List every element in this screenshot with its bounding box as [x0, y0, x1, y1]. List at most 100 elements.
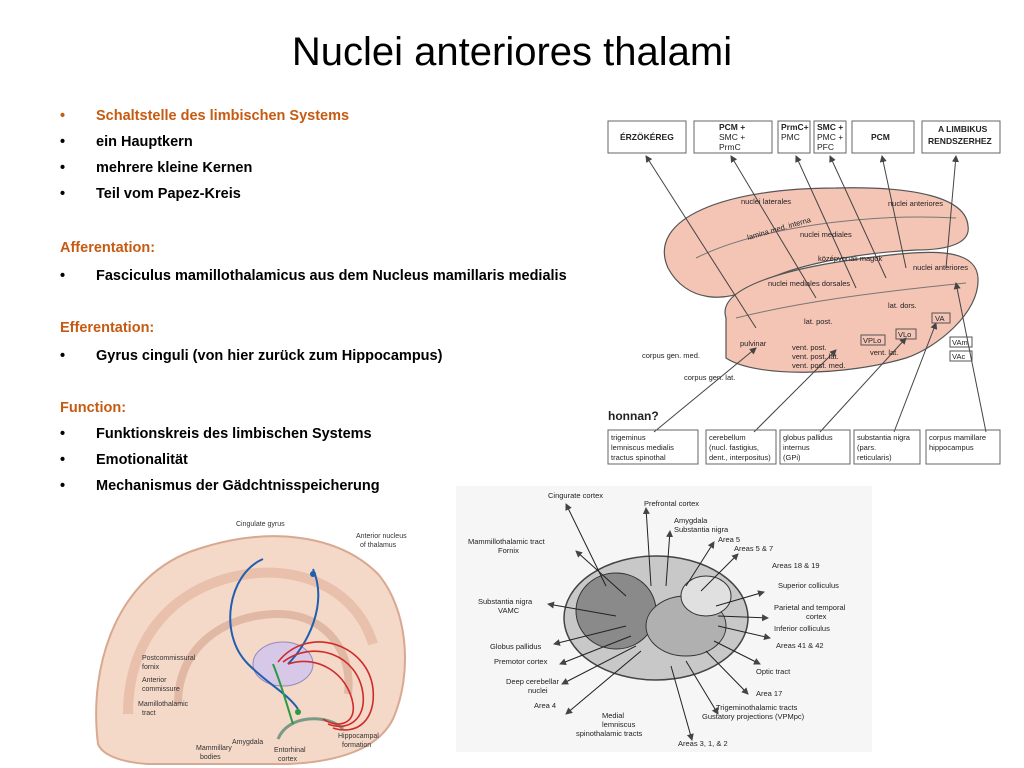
- connection-arrows: [547, 503, 771, 741]
- structure-label: Anterior nucleus: [356, 533, 407, 540]
- nucleus-label: corpus gen. med.: [642, 351, 700, 360]
- nucleus-label: nuclei laterales: [741, 197, 791, 206]
- connection-label: Medial: [602, 711, 624, 720]
- box-label: globus pallidus: [783, 433, 833, 442]
- box-label: substantia nigra: [857, 433, 911, 442]
- nucleus-label: nuclei mediales: [800, 230, 852, 239]
- box-label: cerebellum: [709, 433, 746, 442]
- connection-label: Mammillothalamic tract: [468, 537, 546, 546]
- connection-label: Areas 41 & 42: [776, 641, 824, 650]
- structure-label: Amygdala: [232, 739, 263, 746]
- structure-label: commissure: [142, 686, 180, 693]
- box-label: (pars.: [857, 443, 876, 452]
- structure-label: Anterior: [142, 677, 167, 684]
- structure-label: Postcommissural: [142, 655, 196, 662]
- bullet-dot: •: [60, 268, 66, 284]
- structure-label: fornix: [142, 664, 160, 671]
- connection-label: Substantia nigra: [674, 525, 729, 534]
- box-label: PCM: [871, 132, 890, 142]
- structure-label: Mammillary: [196, 745, 232, 752]
- nucleus-label: vent. post. med.: [792, 361, 845, 370]
- connection-label: Parietal and temporal: [774, 603, 846, 612]
- box-label: PrmC+: [781, 122, 809, 132]
- box-label: SMC +: [817, 122, 843, 132]
- thalamus-lower-shape: [724, 251, 979, 373]
- connection-label: cortex: [806, 612, 827, 621]
- connection-label: Premotor cortex: [494, 657, 548, 666]
- connection-label: Gustatory projections (VPMpc): [702, 712, 805, 721]
- nucleus-label: középvonali magok: [818, 254, 882, 263]
- connection-label: spinothalamic tracts: [576, 729, 643, 738]
- label-box: [895, 328, 917, 340]
- nucleus-label: nuclei anteriores: [913, 263, 968, 272]
- nucleus-label: VAc: [952, 352, 965, 361]
- structure-label: formation: [342, 742, 371, 749]
- structure-label: Mamillothalamic: [138, 701, 189, 708]
- nucleus-label: lat. post.: [804, 317, 832, 326]
- green-pathway: [272, 663, 294, 725]
- nucleus-label: VA: [935, 314, 944, 323]
- lamina-line: [695, 216, 957, 259]
- lamina-line: [735, 282, 967, 319]
- projection-arrows: [645, 155, 987, 433]
- function-heading: Function:: [60, 400, 127, 416]
- box-label: (nucl. fastigius,: [709, 443, 759, 452]
- cingulate-band: [123, 567, 378, 715]
- pathway-node: [310, 571, 316, 577]
- box-label: dent., interpositus): [709, 453, 771, 462]
- connection-label: Optic tract: [756, 667, 791, 676]
- box-label: tractus spinothal: [611, 453, 666, 462]
- pathway-node: [295, 709, 301, 715]
- box-label: trigeminus: [611, 433, 646, 442]
- nucleus-label: lat. dors.: [888, 301, 917, 310]
- connection-label: Deep cerebellar: [506, 677, 559, 686]
- connection-label: lemniscus: [602, 720, 636, 729]
- thalamus-nuclei-figure: ÉRZÖKÉREG PCM + SMC + PrmC PrmC+ PMC SMC…: [607, 120, 1001, 465]
- structure-label: of thalamus: [360, 542, 397, 549]
- limbic-circuit-figure: Cingulate gyrus Anterior nucleus of thal…: [95, 521, 407, 765]
- nucleus-label: vent. post. lat.: [792, 352, 839, 361]
- connection-label: Areas 18 & 19: [772, 561, 820, 570]
- label-box: [931, 312, 951, 324]
- box-label: (GPi): [783, 453, 801, 462]
- connection-label: nuclei: [528, 686, 548, 695]
- nucleus-label: VAm: [952, 338, 968, 347]
- nucleus-label: vent. lat.: [870, 348, 898, 357]
- bullet-dot: •: [60, 478, 66, 494]
- box-label: hippocampus: [929, 443, 974, 452]
- connection-label: Trigeminothalamic tracts: [716, 703, 798, 712]
- connection-label: Superior colliculus: [778, 581, 839, 590]
- box-label: lemniscus medialis: [611, 443, 674, 452]
- nucleus-label: vent. post.: [792, 343, 827, 352]
- connection-label: Area 17: [756, 689, 782, 698]
- nucleus-label: corpus gen. lat.: [684, 373, 735, 382]
- connection-label: VAMC: [498, 606, 520, 615]
- connection-label: Substantia nigra: [478, 597, 533, 606]
- box-label: RENDSZERHEZ: [928, 136, 992, 146]
- bullet-dot: •: [60, 186, 66, 202]
- corpus-callosum: [174, 609, 353, 705]
- box-label: corpus mamillare: [929, 433, 986, 442]
- box-label: SMC +: [719, 132, 745, 142]
- box-label: PFC: [817, 142, 834, 152]
- bullet-dot: •: [60, 108, 66, 124]
- thalamus-shape: [252, 641, 314, 687]
- structure-label: Entorhinal: [274, 747, 306, 754]
- box-label: reticularis): [857, 453, 892, 462]
- blue-pathway: [287, 568, 320, 665]
- box-label: PCM +: [719, 122, 745, 132]
- page-title: Nuclei anteriores thalami: [291, 30, 733, 74]
- bottom-box-frames: [607, 429, 1001, 465]
- connection-label: Prefrontal cortex: [644, 499, 699, 508]
- connection-label: Amygdala: [674, 516, 708, 525]
- box-label: A LIMBIKUS: [938, 124, 988, 134]
- connection-label: Area 5: [718, 535, 740, 544]
- box-label: internus: [783, 443, 810, 452]
- box-label: PMC +: [817, 132, 843, 142]
- box-label: ÉRZÖKÉREG: [620, 132, 674, 142]
- label-box: [860, 334, 886, 346]
- label-box: [949, 350, 973, 362]
- connection-label: Areas 5 & 7: [734, 544, 773, 553]
- bullet-dot: •: [60, 348, 66, 364]
- nucleus-label: pulvinar: [740, 339, 767, 348]
